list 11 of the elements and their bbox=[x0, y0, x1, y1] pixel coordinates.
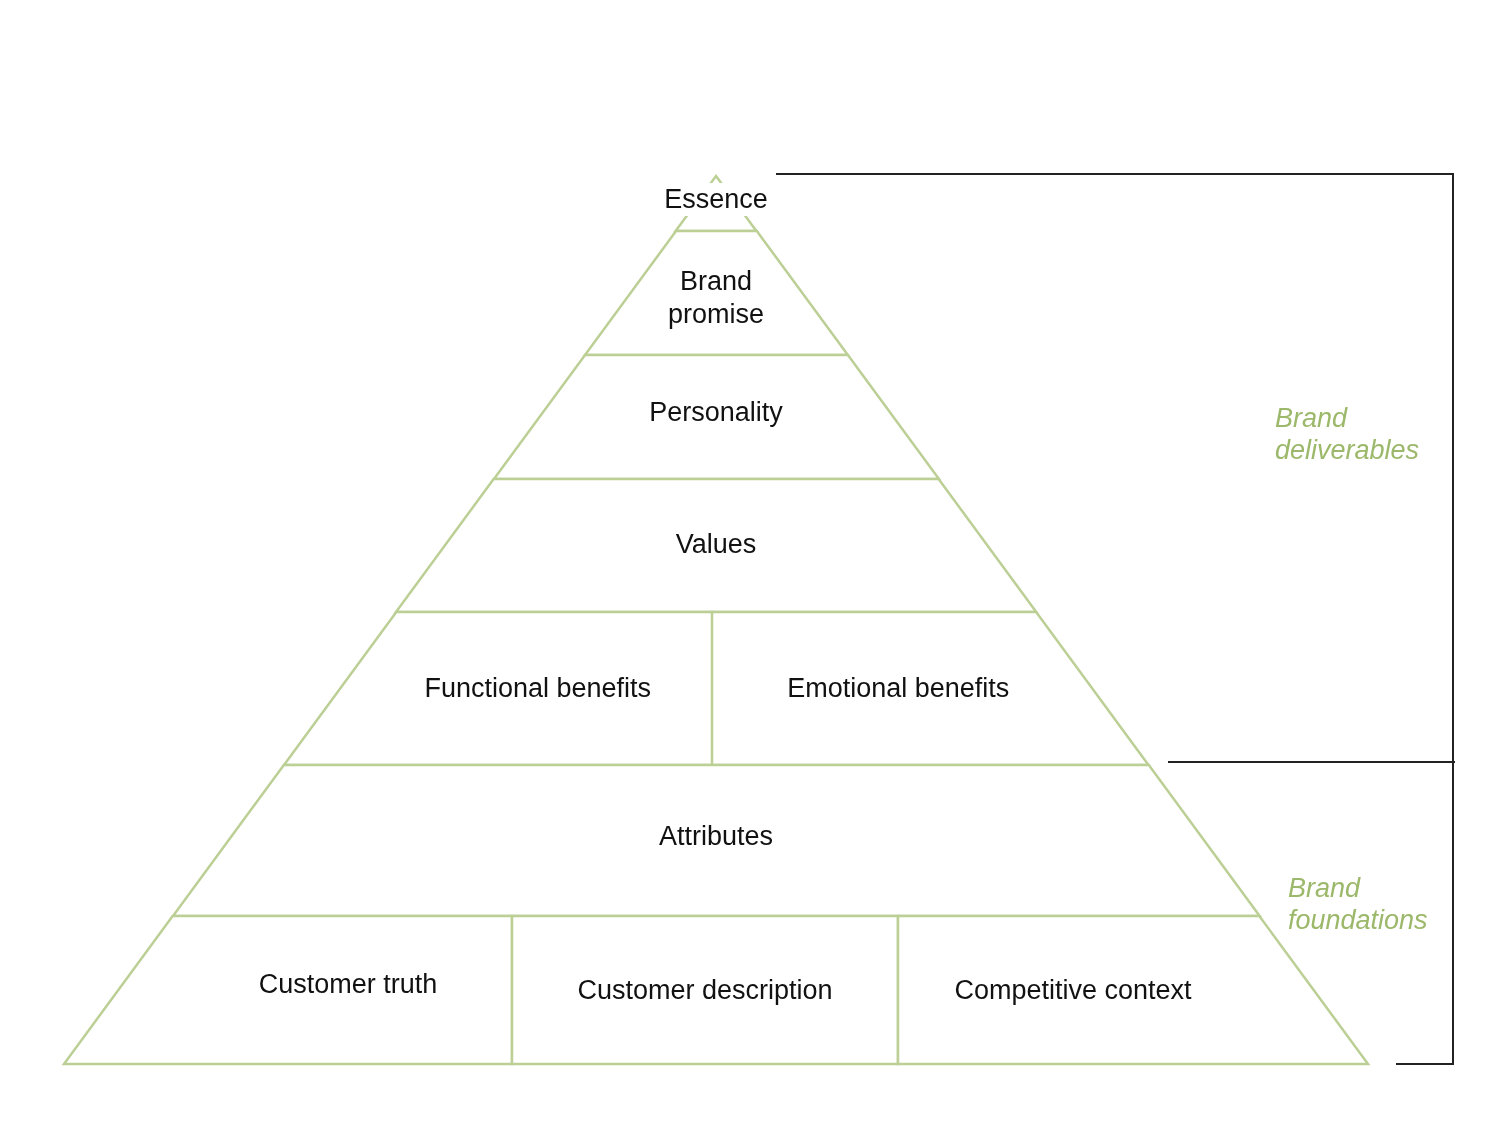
tier-label: Brand promise bbox=[666, 265, 765, 331]
tier-label: Functional benefits bbox=[423, 672, 653, 705]
tier-label: Values bbox=[674, 528, 758, 561]
bracket-label: Brand foundations bbox=[1288, 872, 1429, 937]
tier-label: Personality bbox=[648, 395, 784, 429]
tier-label: Customer truth bbox=[257, 967, 439, 1001]
bracket-label: Brand deliverables bbox=[1275, 402, 1421, 467]
tier-label: Emotional benefits bbox=[786, 672, 1011, 705]
tier-label: Attributes bbox=[657, 820, 774, 853]
tier-label: Competitive context bbox=[953, 973, 1193, 1007]
tier-label: Customer description bbox=[576, 973, 834, 1007]
